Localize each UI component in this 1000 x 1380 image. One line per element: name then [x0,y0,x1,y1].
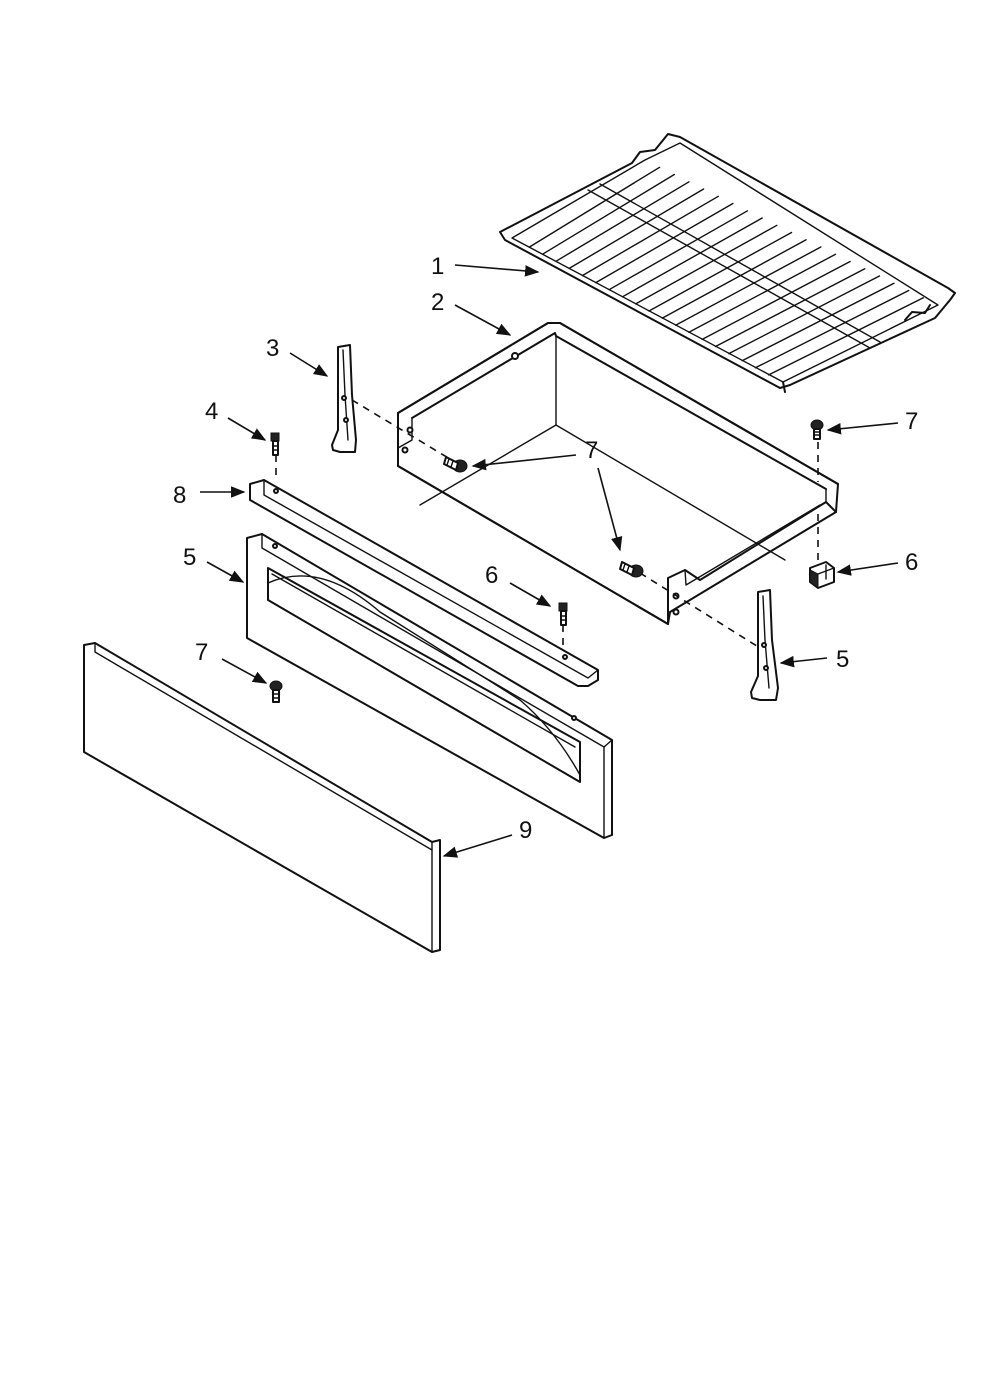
screw-center [443,456,468,473]
drawer-panel [246,533,613,839]
screw-bottom-left [269,680,283,703]
rack-wire [541,173,675,255]
rack-wire [648,231,793,312]
callout-6-clip: 6 [905,549,918,576]
handle-trim [249,479,599,687]
stud-right [558,602,568,626]
callout-3: 3 [266,335,279,362]
left-drawer-slide [331,344,357,453]
rack-wire [728,275,881,355]
callout-7-center: 7 [585,437,598,464]
rack-wire [754,289,910,369]
oven-rack [499,133,956,393]
rack-wire [581,195,719,277]
callout-1: 1 [431,253,444,280]
screw-left-lower [619,561,644,578]
screw-top-right [810,419,824,440]
rack-wire [568,188,705,270]
front-panel [83,642,441,953]
clip [809,561,835,589]
rack-wire [608,210,749,291]
rack-wire [661,239,807,319]
rack-wire [528,166,661,248]
right-drawer-slide [750,589,779,701]
callout-4: 4 [205,398,218,425]
rack-wire [701,260,851,341]
rack-wire [768,297,924,376]
callout-6-stud: 6 [485,562,498,589]
rack-wire [714,268,866,348]
callout-8: 8 [173,482,186,509]
rack-wire [674,246,822,326]
stud-left [270,432,280,456]
rack-wire [635,224,778,305]
drawer-body [397,322,839,625]
rack-wire [688,253,837,333]
callout-2: 2 [431,289,444,316]
rack-wire [595,202,734,284]
rack-wire [741,282,895,362]
callout-7-bottom-left: 7 [195,639,208,666]
callout-5-slide: 5 [836,646,849,673]
callout-7-top-right: 7 [905,408,918,435]
callout-9: 9 [519,817,532,844]
rack-wire [555,181,690,262]
callout-5-panel: 5 [183,544,196,571]
rack-wire [621,217,763,298]
